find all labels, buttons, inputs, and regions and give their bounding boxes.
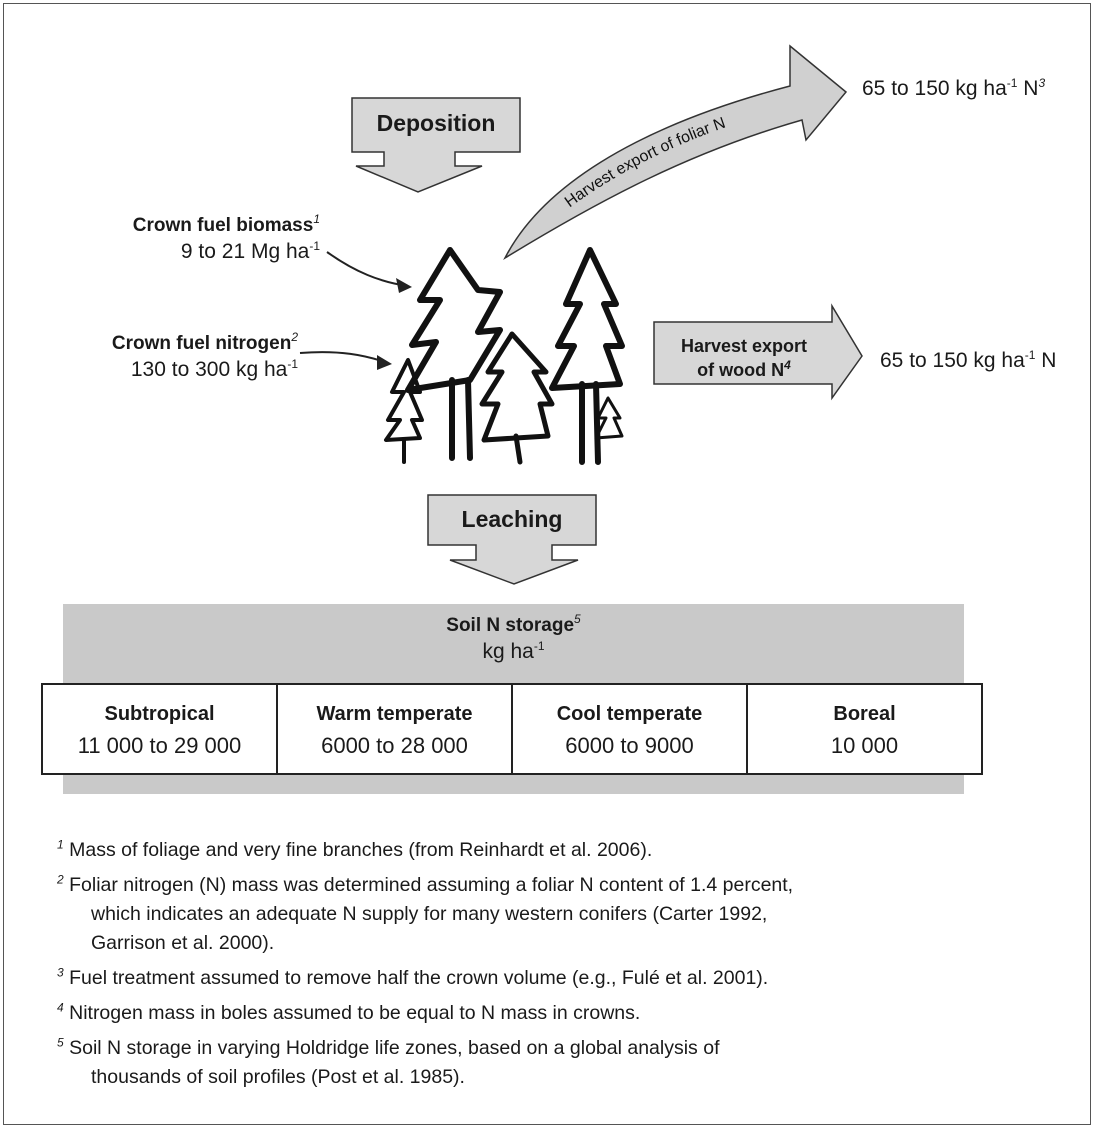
soil-storage-title: Soil N storage5 kg ha-1 <box>446 612 581 663</box>
footnotes: 1 Mass of foliage and very fine branches… <box>57 836 1057 1098</box>
footnote-1: 1 Mass of foliage and very fine branches… <box>57 837 653 862</box>
biomass-pointer-head <box>396 278 412 293</box>
harvest-foliar-arrow-label: Harvest export of foliar N <box>562 115 728 211</box>
leaching-arrow <box>427 494 597 585</box>
harvest-foliar-value: 65 to 150 kg ha-1 N3 <box>862 76 1046 100</box>
harvest-wood-value: 65 to 150 kg ha-1 N <box>880 348 1057 372</box>
crown-nitrogen-label: Crown fuel nitrogen2 130 to 300 kg ha-1 <box>111 330 298 381</box>
biomass-pointer <box>326 251 409 287</box>
footnote-2: 2 Foliar nitrogen (N) mass was determine… <box>57 872 794 955</box>
harvest-wood-arrow <box>653 303 863 401</box>
figure-frame <box>3 3 1091 1125</box>
nitrogen-pointer <box>299 351 389 364</box>
harvest-wood-label: Harvest export of wood N4 <box>680 336 808 380</box>
deposition-label: Deposition <box>376 110 496 136</box>
nitrogen-pointer-head <box>377 355 392 370</box>
deposition-arrow <box>351 97 521 193</box>
footnote-3: 3 Fuel treatment assumed to remove half … <box>57 965 769 990</box>
forest-trees-illustration <box>384 247 625 465</box>
leaching-label: Leaching <box>461 506 563 532</box>
harvest-foliar-arrow <box>503 44 848 261</box>
footnote-5: 5 Soil N storage in varying Holdridge li… <box>57 1035 720 1089</box>
footnote-4: 4 Nitrogen mass in boles assumed to be e… <box>57 1000 641 1025</box>
crown-biomass-label: Crown fuel biomass1 9 to 21 Mg ha-1 <box>132 212 320 263</box>
